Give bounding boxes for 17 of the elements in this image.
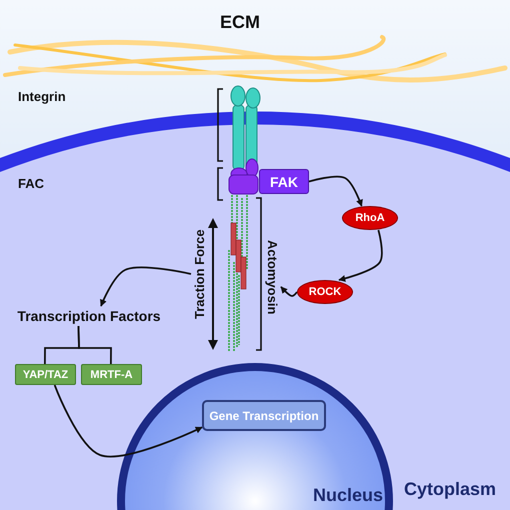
kinase-box: FAK: [259, 169, 309, 194]
region-label: Nucleus: [313, 485, 384, 506]
factor-box: MRTF-A: [81, 364, 142, 385]
arrow: [338, 230, 383, 282]
arrow: [280, 286, 298, 297]
text-label: FAC: [18, 176, 44, 191]
text-label: Integrin: [18, 89, 66, 104]
text-label: Cytoplasm: [404, 479, 496, 500]
vertical-label: Actomyosin: [264, 236, 281, 318]
vertical-label: Traction Force: [191, 226, 208, 322]
text-label: ECM: [220, 12, 260, 33]
arrow: [54, 384, 203, 458]
arrow: [308, 176, 363, 207]
factor-box: YAP/TAZ: [15, 364, 76, 385]
process-box: Gene Transcription: [202, 400, 326, 431]
text-label: Transcription Factors: [14, 306, 164, 326]
arrow: [100, 266, 192, 307]
